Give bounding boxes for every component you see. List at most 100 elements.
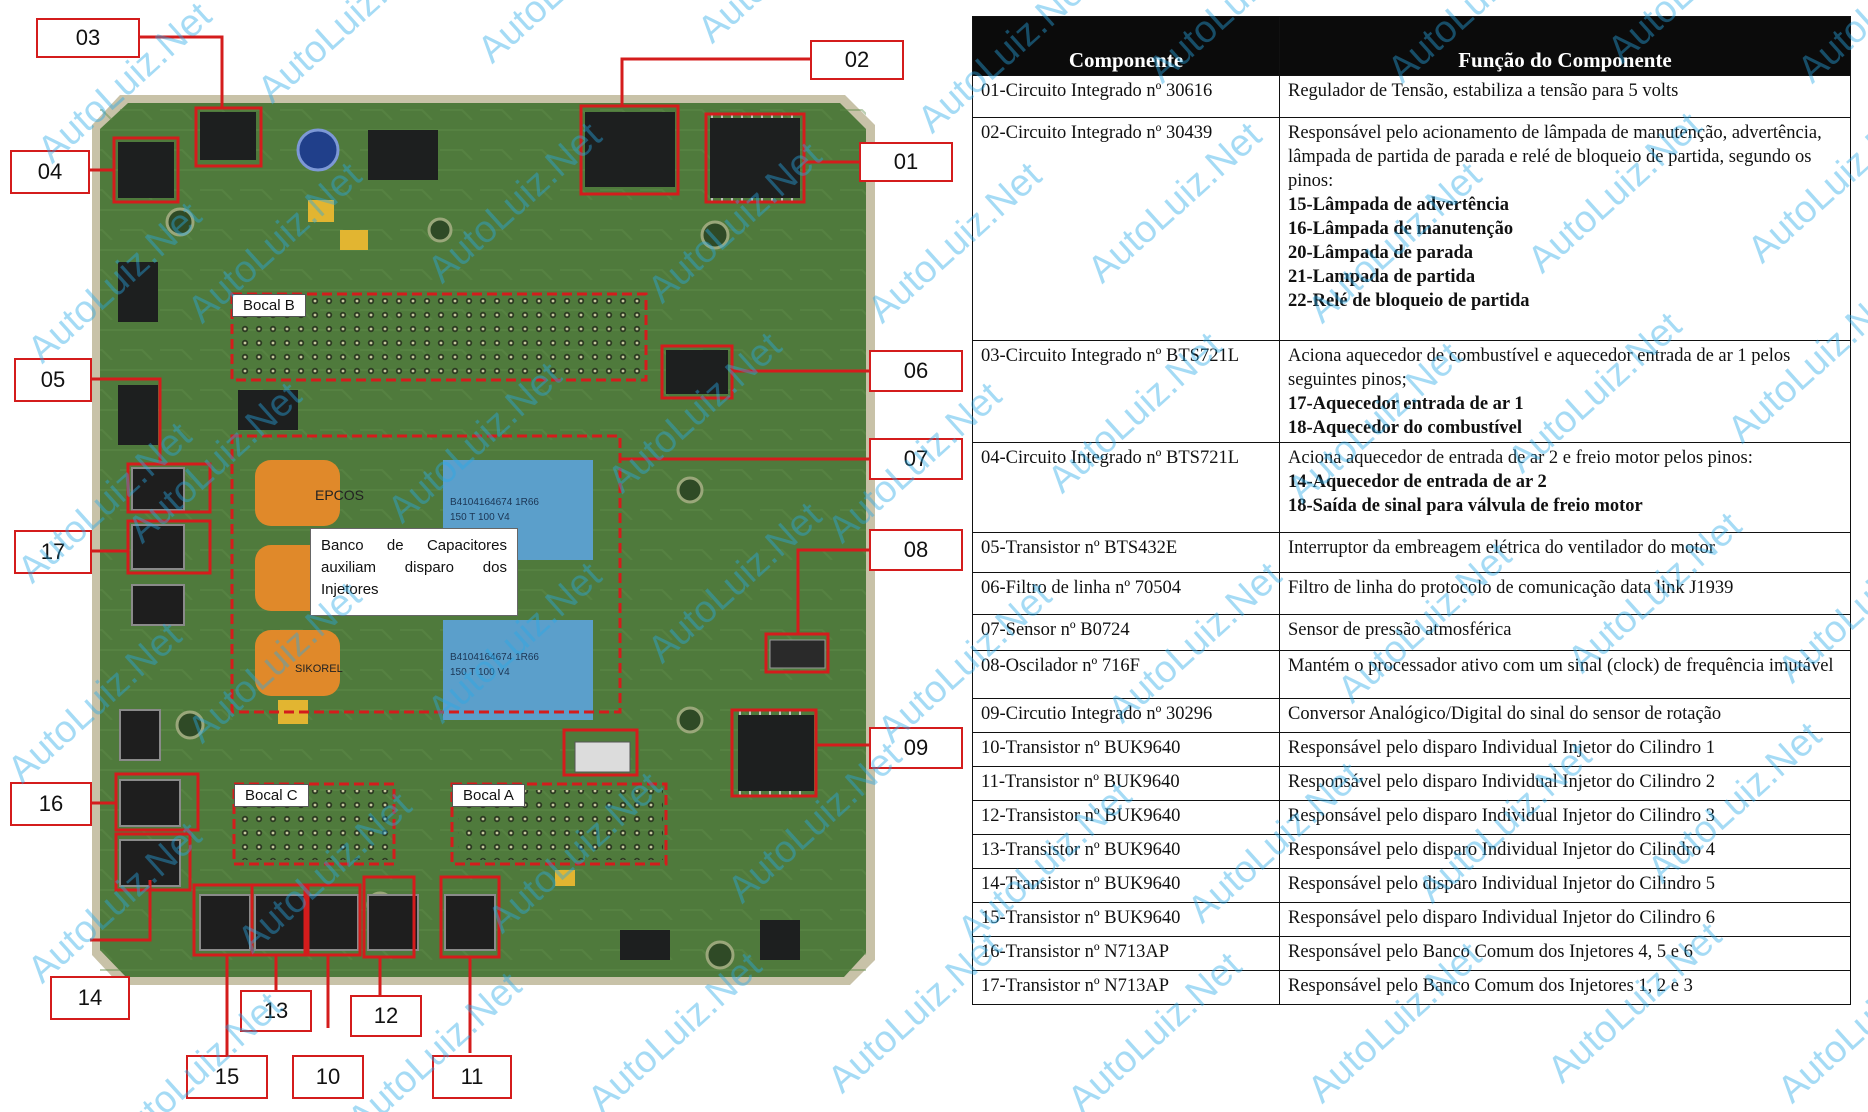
callout-11: 11 xyxy=(432,1055,512,1099)
component-cell: 16-Transistor nº N713AP xyxy=(972,936,1280,971)
component-cell: 04-Circuito Integrado nº BTS721L xyxy=(972,442,1280,533)
ic-chips xyxy=(118,112,814,960)
component-cell: 07-Sensor nº B0724 xyxy=(972,614,1280,651)
component-cell: 11-Transistor nº BUK9640 xyxy=(972,766,1280,801)
callout-10: 10 xyxy=(292,1055,364,1099)
component-cell: 01-Circuito Integrado nº 30616 xyxy=(972,75,1280,118)
table-row: 07-Sensor nº B0724 Sensor de pressão atmo… xyxy=(972,614,1851,651)
table-row: 12-Transistor nº BUK9640 Responsável pelo… xyxy=(972,800,1851,835)
function-text: Sensor de pressão atmosférica xyxy=(1288,620,1512,640)
function-cell: Responsável pelo acionamento de lâmpada … xyxy=(1279,117,1851,341)
function-text: Responsável pelo disparo Individual Inje… xyxy=(1288,874,1715,894)
function-text: Responsável pelo disparo Individual Inje… xyxy=(1288,908,1715,928)
function-text: Regulador de Tensão, estabiliza a tensão… xyxy=(1288,81,1679,101)
function-cell: Responsável pelo disparo Individual Inje… xyxy=(1279,902,1851,937)
function-cell: Responsável pelo disparo Individual Inje… xyxy=(1279,732,1851,767)
callout-15: 15 xyxy=(186,1055,268,1099)
pin-line: 22-Relé de bloqueio de partida xyxy=(1288,291,1530,311)
table-row: 01-Circuito Integrado nº 30616 Regulador … xyxy=(972,75,1851,118)
pin-line: 21-Lampada de partida xyxy=(1288,267,1476,287)
pin-line: 16-Lâmpada de manutenção xyxy=(1288,219,1514,239)
pin-line: 20-Lâmpada de parada xyxy=(1288,243,1474,263)
function-text: Responsável pelo Banco Comum dos Injetor… xyxy=(1288,976,1693,996)
function-cell: Responsável pelo Banco Comum dos Injetor… xyxy=(1279,936,1851,971)
function-cell: Responsável pelo disparo Individual Inje… xyxy=(1279,800,1851,835)
function-text: Responsável pelo acionamento de lâmpada … xyxy=(1288,123,1822,191)
table-row: 10-Transistor nº BUK9640 Responsável pelo… xyxy=(972,732,1851,767)
function-text: Mantém o processador ativo com um sinal … xyxy=(1288,656,1834,676)
function-cell: Responsável pelo disparo Individual Inje… xyxy=(1279,766,1851,801)
function-cell: Responsável pelo Banco Comum dos Injetor… xyxy=(1279,970,1851,1005)
component-cell: 02-Circuito Integrado nº 30439 xyxy=(972,117,1280,341)
component-cell: 13-Transistor nº BUK9640 xyxy=(972,834,1280,869)
callout-09: 09 xyxy=(869,727,963,769)
bocal-b-label: Bocal B xyxy=(232,294,306,317)
dashed-regions xyxy=(230,292,668,866)
header-function: Função do Componente xyxy=(1279,16,1851,76)
ecu-board-diagram: EPCOS SIKOREL B4104164674 1R66 150 T 100… xyxy=(10,18,963,1099)
table-row: 17-Transistor nº N713AP Responsável pelo … xyxy=(972,970,1851,1005)
function-text: Responsável pelo disparo Individual Inje… xyxy=(1288,806,1715,826)
tantalum-capacitors xyxy=(278,200,575,886)
pin-line: 14-Aquecedor de entrada de ar 2 xyxy=(1288,472,1547,492)
table-row: 14-Transistor nº BUK9640 Responsável pelo… xyxy=(972,868,1851,903)
film-cap-rating-1: 150 T 100 V4 xyxy=(450,512,510,523)
pin-line: 18-Saída de sinal para válvula de freio … xyxy=(1288,496,1643,516)
function-text: Aciona aquecedor de entrada de ar 2 e fr… xyxy=(1288,448,1753,468)
callout-04: 04 xyxy=(10,150,90,194)
function-cell: Responsável pelo disparo Individual Inje… xyxy=(1279,868,1851,903)
leader-lines xyxy=(90,35,869,1070)
power-transistors xyxy=(119,467,496,951)
function-cell: Interruptor da embreagem elétrica do ven… xyxy=(1279,532,1851,573)
component-cell: 09-Circutio Integrado nº 30296 xyxy=(972,698,1280,733)
callout-14: 14 xyxy=(50,976,130,1020)
callout-08: 08 xyxy=(869,529,963,571)
table-row: 04-Circuito Integrado nº BTS721L Aciona a… xyxy=(972,442,1851,533)
component-cell: 12-Transistor nº BUK9640 xyxy=(972,800,1280,835)
function-cell: Aciona aquecedor de combustível e aquece… xyxy=(1279,340,1851,443)
component-cell: 05-Transistor nº BTS432E xyxy=(972,532,1280,573)
function-text: Aciona aquecedor de combustível e aquece… xyxy=(1288,346,1791,390)
function-cell: Conversor Analógico/Digital do sinal do … xyxy=(1279,698,1851,733)
callout-07: 07 xyxy=(869,438,963,480)
function-text: Responsável pelo disparo Individual Inje… xyxy=(1288,738,1715,758)
component-cell: 17-Transistor nº N713AP xyxy=(972,970,1280,1005)
inductor xyxy=(296,128,340,172)
table-header-row: Componente Função do Componente xyxy=(972,16,1851,76)
callout-02: 02 xyxy=(810,40,904,80)
pin-line: 17-Aquecedor entrada de ar 1 xyxy=(1288,394,1524,414)
component-cell: 14-Transistor nº BUK9640 xyxy=(972,868,1280,903)
callout-16: 16 xyxy=(10,782,92,826)
function-cell: Aciona aquecedor de entrada de ar 2 e fr… xyxy=(1279,442,1851,533)
table-body: 01-Circuito Integrado nº 30616 Regulador … xyxy=(972,75,1851,1005)
component-cell: 10-Transistor nº BUK9640 xyxy=(972,732,1280,767)
oscillator-chip xyxy=(769,639,826,669)
table-row: 11-Transistor nº BUK9640 Responsável pelo… xyxy=(972,766,1851,801)
function-cell: Responsável pelo disparo Individual Inje… xyxy=(1279,834,1851,869)
component-cell: 15-Transistor nº BUK9640 xyxy=(972,902,1280,937)
component-table: Componente Função do Componente 01-Circu… xyxy=(972,16,1851,1005)
table-row: 05-Transistor nº BTS432E Interruptor da e… xyxy=(972,532,1851,573)
pin-line: 15-Lâmpada de advertência xyxy=(1288,195,1509,215)
pressure-sensor-chip xyxy=(574,741,631,773)
function-text: Interruptor da embreagem elétrica do ven… xyxy=(1288,538,1715,558)
film-cap-code-1: B4104164674 1R66 xyxy=(450,497,539,508)
function-text: Filtro de linha do protocolo de comunica… xyxy=(1288,578,1734,598)
component-cell: 08-Oscilador nº 716F xyxy=(972,650,1280,699)
callout-03: 03 xyxy=(36,18,140,58)
film-cap-code-2: B4104164674 1R66 xyxy=(450,652,539,663)
pin-line: 18-Aquecedor do combustível xyxy=(1288,418,1522,438)
function-cell: Regulador de Tensão, estabiliza a tensão… xyxy=(1279,75,1851,118)
bocal-b-pins xyxy=(238,298,646,378)
function-cell: Sensor de pressão atmosférica xyxy=(1279,614,1851,651)
function-text: Responsável pelo disparo Individual Inje… xyxy=(1288,772,1715,792)
function-cell: Filtro de linha do protocolo de comunica… xyxy=(1279,572,1851,615)
highlight-boxes xyxy=(112,104,830,959)
callout-12: 12 xyxy=(350,995,422,1037)
